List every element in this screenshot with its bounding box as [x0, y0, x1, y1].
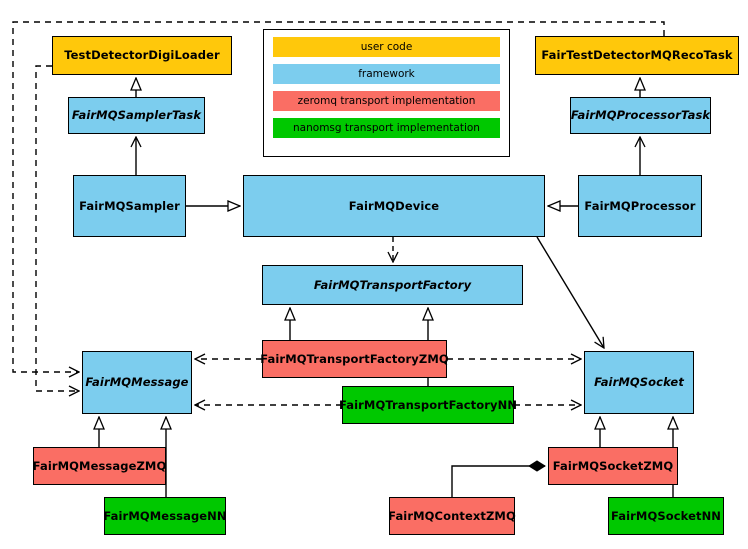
node-fairmqprocessor[interactable]: FairMQProcessor — [578, 175, 702, 237]
node-label: FairMQProcessorTask — [570, 108, 711, 123]
node-label: FairMQMessage — [85, 375, 189, 390]
node-label: FairMQSamplerTask — [71, 108, 202, 123]
node-label: FairMQTransportFactoryNN — [338, 397, 518, 412]
node-label: FairMQProcessor — [584, 198, 696, 213]
node-testdetectordigiloader[interactable]: TestDetectorDigiLoader — [52, 36, 232, 75]
legend-label: zeromq transport implementation — [297, 95, 476, 107]
node-fairmqtransportfactory[interactable]: FairMQTransportFactory — [262, 265, 523, 305]
node-fairmqsamplertask[interactable]: FairMQSamplerTask — [68, 97, 205, 134]
node-fairmqdevice[interactable]: FairMQDevice — [243, 175, 545, 237]
node-fairmqsampler[interactable]: FairMQSampler — [73, 175, 186, 237]
node-fairmqsocket[interactable]: FairMQSocket — [584, 351, 694, 414]
node-label: FairMQTransportFactoryZMQ — [260, 351, 449, 366]
legend-panel: user code framework zeromq transport imp… — [263, 29, 510, 157]
legend-item-nanomsg: nanomsg transport implementation — [273, 118, 500, 138]
legend-item-framework: framework — [273, 64, 500, 84]
node-fairmqprocessortask[interactable]: FairMQProcessorTask — [570, 97, 711, 134]
node-label: FairMQSocketZMQ — [552, 458, 674, 473]
node-label: FairMQSocket — [594, 375, 684, 390]
node-label: FairMQTransportFactory — [313, 277, 472, 292]
node-fairmqcontextzmq[interactable]: FairMQContextZMQ — [388, 497, 516, 535]
node-fairmqmessagezmq[interactable]: FairMQMessageZMQ — [33, 447, 166, 485]
node-fairmqsocketzmq[interactable]: FairMQSocketZMQ — [548, 447, 678, 485]
node-label: FairMQContextZMQ — [388, 508, 516, 523]
edge-device-to-socket — [536, 236, 604, 348]
node-label: TestDetectorDigiLoader — [64, 48, 220, 63]
edge-contextzmq-to-socketzmq — [451, 460, 546, 497]
node-fairmqmessage[interactable]: FairMQMessage — [82, 351, 192, 414]
node-fairmqmessagenn[interactable]: FairMQMessageNN — [103, 497, 227, 535]
node-label: FairMQDevice — [348, 198, 440, 213]
node-label: FairMQMessageNN — [103, 508, 227, 523]
edge-recotask-to-message — [12, 21, 665, 372]
node-label: FairMQSocketNN — [610, 508, 722, 523]
node-label: FairMQSampler — [79, 198, 180, 213]
node-fairtestdetectormqrecotask[interactable]: FairTestDetectorMQRecoTask — [535, 36, 739, 75]
node-label: FairTestDetectorMQRecoTask — [541, 48, 733, 63]
legend-label: framework — [358, 68, 415, 80]
edge-digiloader-to-message — [35, 65, 79, 391]
legend-label: user code — [360, 41, 413, 53]
legend-label: nanomsg transport implementation — [293, 122, 480, 134]
legend-item-zeromq: zeromq transport implementation — [273, 91, 500, 111]
node-fairmqtransportfactoryzmq[interactable]: FairMQTransportFactoryZMQ — [260, 340, 449, 378]
node-label: FairMQMessageZMQ — [32, 458, 167, 473]
node-fairmqtransportfactorynn[interactable]: FairMQTransportFactoryNN — [338, 386, 518, 424]
legend-item-user-code: user code — [273, 37, 500, 57]
node-fairmqsocketnn[interactable]: FairMQSocketNN — [608, 497, 724, 535]
